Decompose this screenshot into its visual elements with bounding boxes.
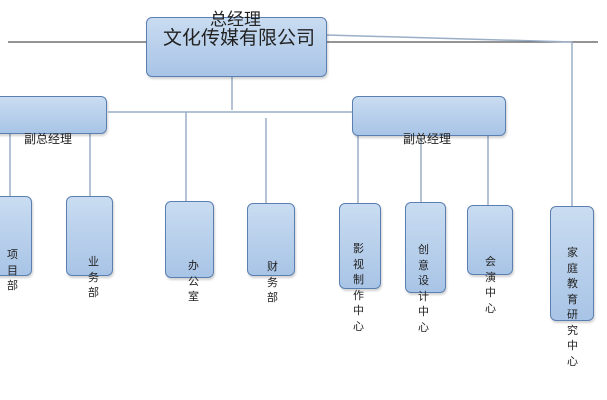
dept-box-project — [0, 196, 32, 276]
dept-label-family-education: 家庭教育研究中心 — [567, 246, 578, 368]
dept-box-film — [339, 203, 381, 289]
connector-right-top — [326, 34, 573, 43]
dept-label-project: 项目部 — [7, 248, 18, 292]
dept-label-business: 业务部 — [88, 255, 99, 299]
vp-label-right: 副总经理 — [403, 132, 452, 146]
vp-label-left: 副总经理 — [24, 132, 73, 146]
vp-box-left — [0, 96, 107, 134]
dept-box-performance — [467, 205, 513, 275]
dept-box-finance — [247, 203, 295, 276]
dept-box-family-education — [550, 206, 594, 321]
dept-label-finance: 财务部 — [267, 260, 278, 304]
company-name: 文化传媒有限公司 — [163, 27, 316, 49]
top-box — [146, 17, 327, 77]
dept-label-creative: 创意设计中心 — [418, 243, 429, 334]
dept-box-creative — [405, 202, 446, 293]
dept-box-business — [66, 196, 113, 276]
dept-label-office: 办公室 — [188, 259, 199, 303]
dept-label-film: 影视制作中心 — [353, 242, 364, 333]
vp-box-right — [352, 96, 506, 136]
dept-box-office — [165, 201, 214, 278]
general-manager-label: 总经理 — [210, 10, 261, 30]
dept-label-performance: 会演中心 — [485, 255, 496, 315]
